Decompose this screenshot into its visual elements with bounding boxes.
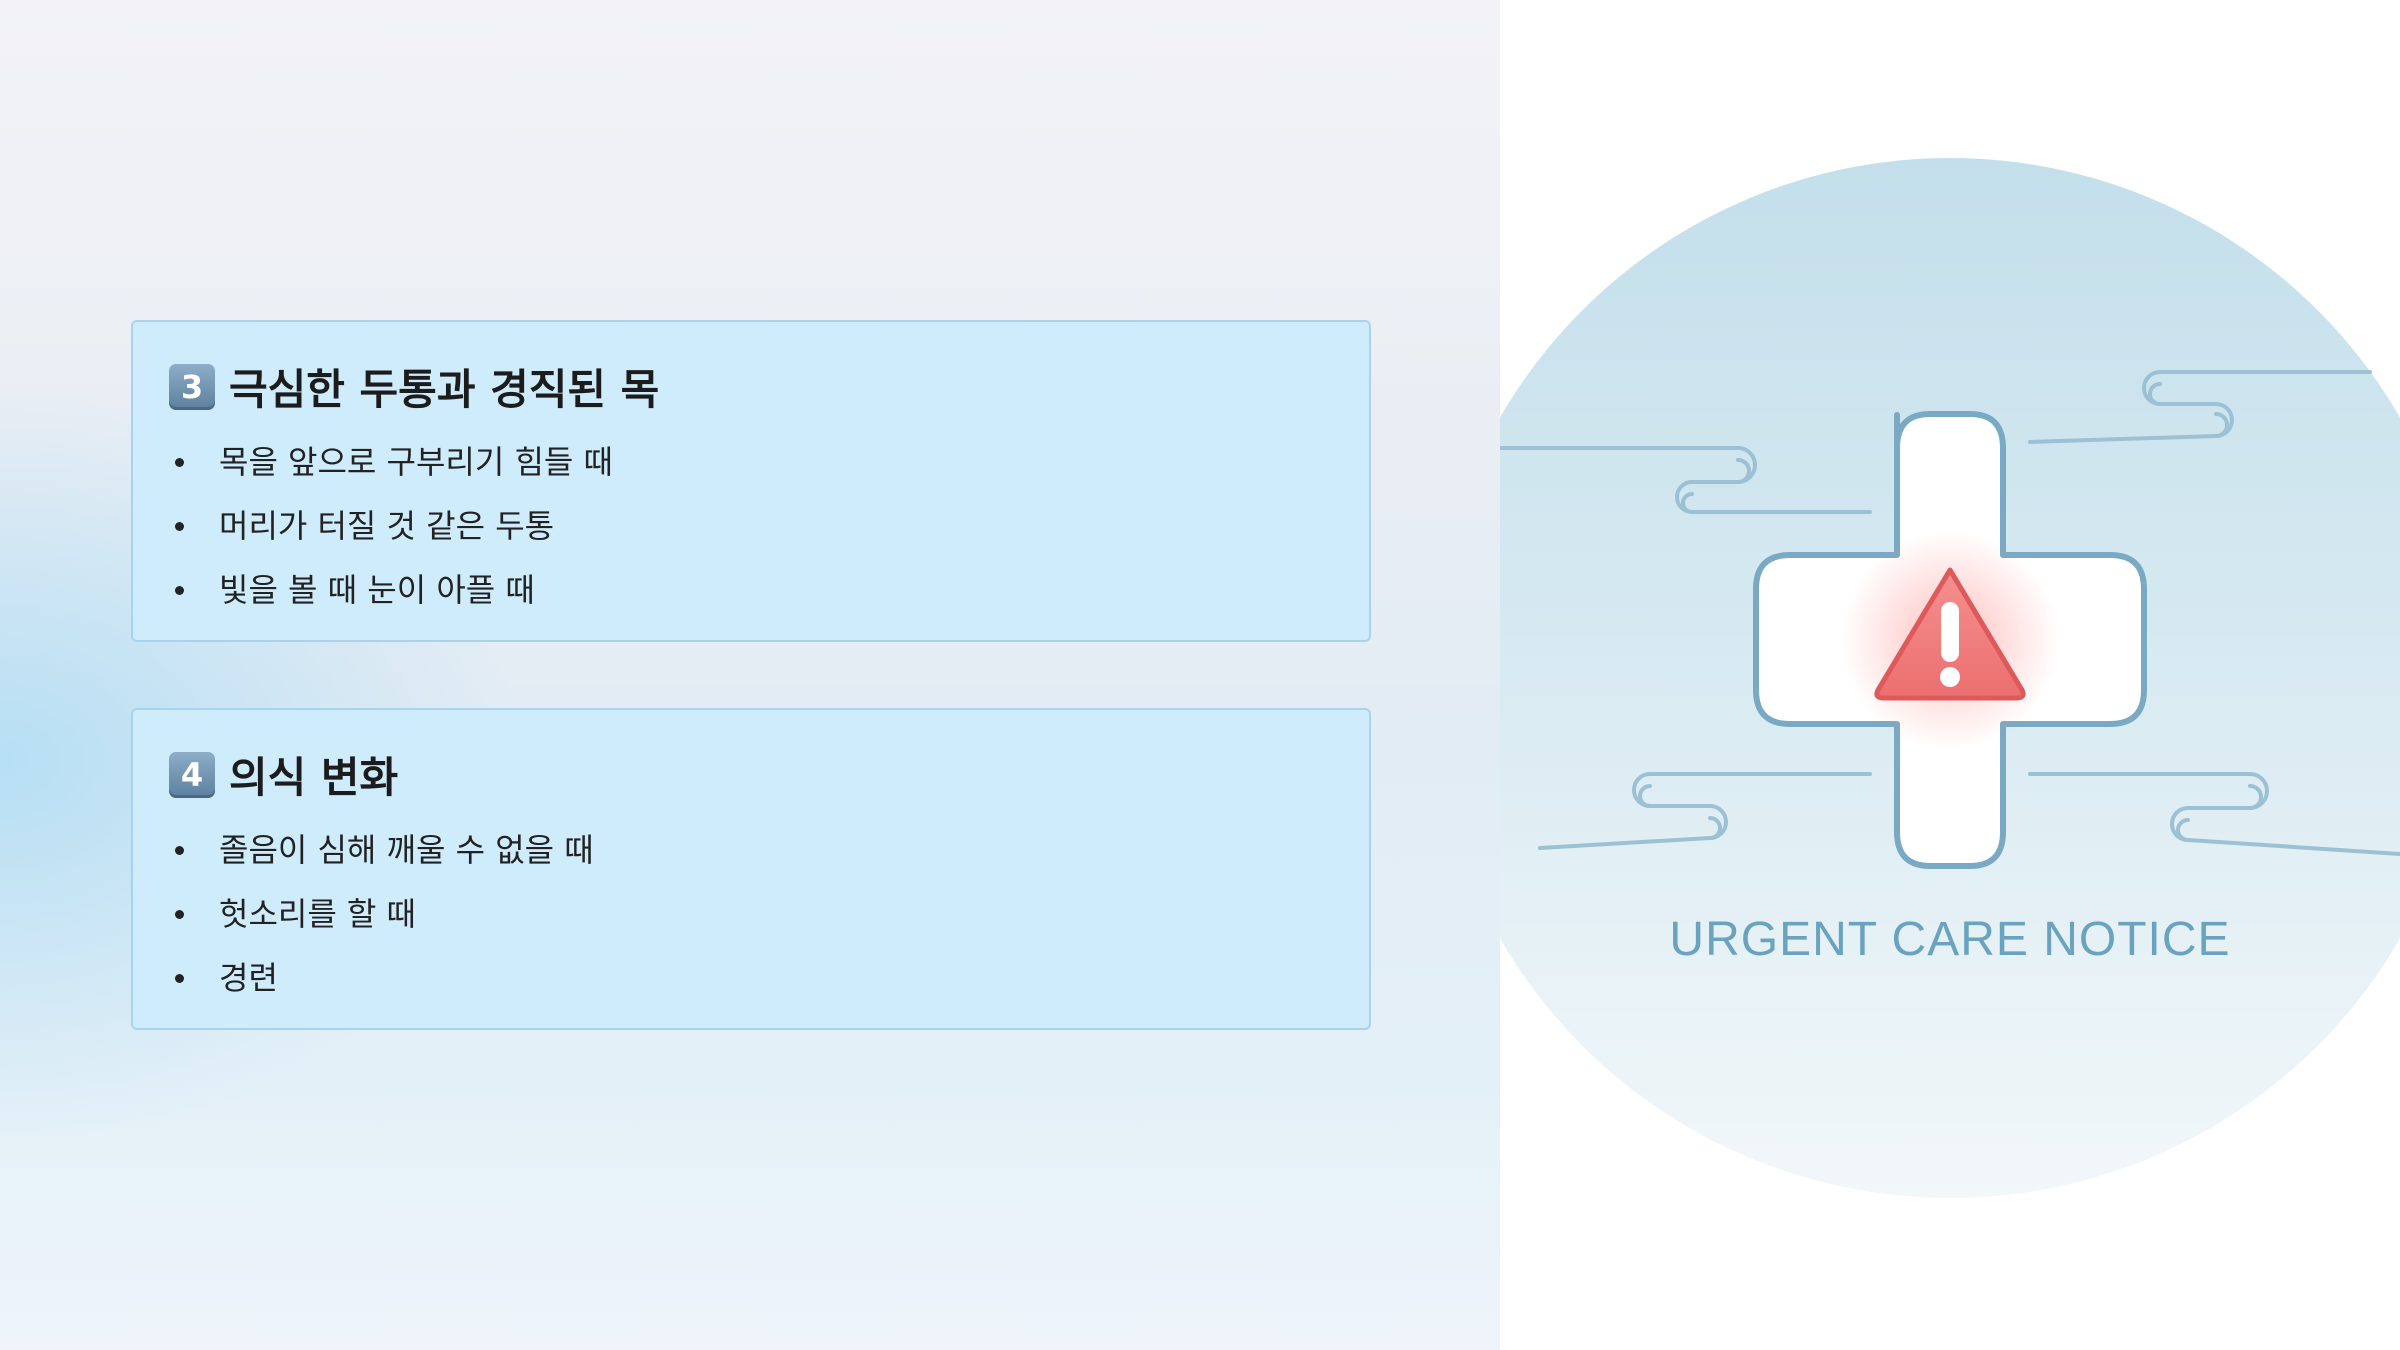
list-item-text: 목을 앞으로 구부리기 힘들 때	[219, 443, 613, 481]
illustration-panel: URGENT CARE NOTICE	[1500, 0, 2400, 1350]
warning-triangle-icon	[1874, 567, 2026, 701]
card-title: 3 극심한 두통과 경직된 목	[169, 356, 659, 417]
bullet-icon	[175, 910, 184, 919]
content-panel: 3 극심한 두통과 경직된 목 목을 앞으로 구부리기 힘들 때 머리가 터질 …	[0, 0, 1500, 1350]
keycap-four-icon: 4	[169, 751, 215, 798]
card-title: 4 의식 변화	[169, 744, 398, 805]
list-item: 목을 앞으로 구부리기 힘들 때	[175, 430, 613, 494]
symptom-card-headache: 3 극심한 두통과 경직된 목 목을 앞으로 구부리기 힘들 때 머리가 터질 …	[131, 320, 1371, 642]
list-item: 경련	[175, 946, 594, 1010]
list-item: 빛을 볼 때 눈이 아플 때	[175, 558, 613, 622]
list-item-text: 머리가 터질 것 같은 두통	[219, 507, 555, 545]
list-item-text: 빛을 볼 때 눈이 아플 때	[219, 571, 535, 609]
symptom-card-consciousness: 4 의식 변화 졸음이 심해 깨울 수 없을 때 헛소리를 할 때 경련	[131, 708, 1371, 1030]
cloud-swirl-icon	[1500, 370, 2400, 856]
bullet-icon	[175, 846, 184, 855]
list-item: 머리가 터질 것 같은 두통	[175, 494, 613, 558]
symptom-list: 졸음이 심해 깨울 수 없을 때 헛소리를 할 때 경련	[175, 818, 594, 1010]
list-item-text: 헛소리를 할 때	[219, 895, 416, 933]
list-item-text: 졸음이 심해 깨울 수 없을 때	[219, 831, 594, 869]
bullet-icon	[175, 522, 184, 531]
keycap-three-icon: 3	[169, 363, 215, 410]
list-item: 졸음이 심해 깨울 수 없을 때	[175, 818, 594, 882]
card-title-text: 의식 변화	[229, 753, 399, 802]
list-item: 헛소리를 할 때	[175, 882, 594, 946]
card-title-text: 극심한 두통과 경직된 목	[229, 365, 660, 414]
symptom-list: 목을 앞으로 구부리기 힘들 때 머리가 터질 것 같은 두통 빛을 볼 때 눈…	[175, 430, 613, 622]
bullet-icon	[175, 974, 184, 983]
bullet-icon	[175, 586, 184, 595]
bullet-icon	[175, 458, 184, 467]
urgent-care-notice-label: URGENT CARE NOTICE	[1669, 913, 2231, 966]
urgent-care-illustration	[1500, 158, 2400, 1198]
list-item-text: 경련	[219, 959, 278, 997]
